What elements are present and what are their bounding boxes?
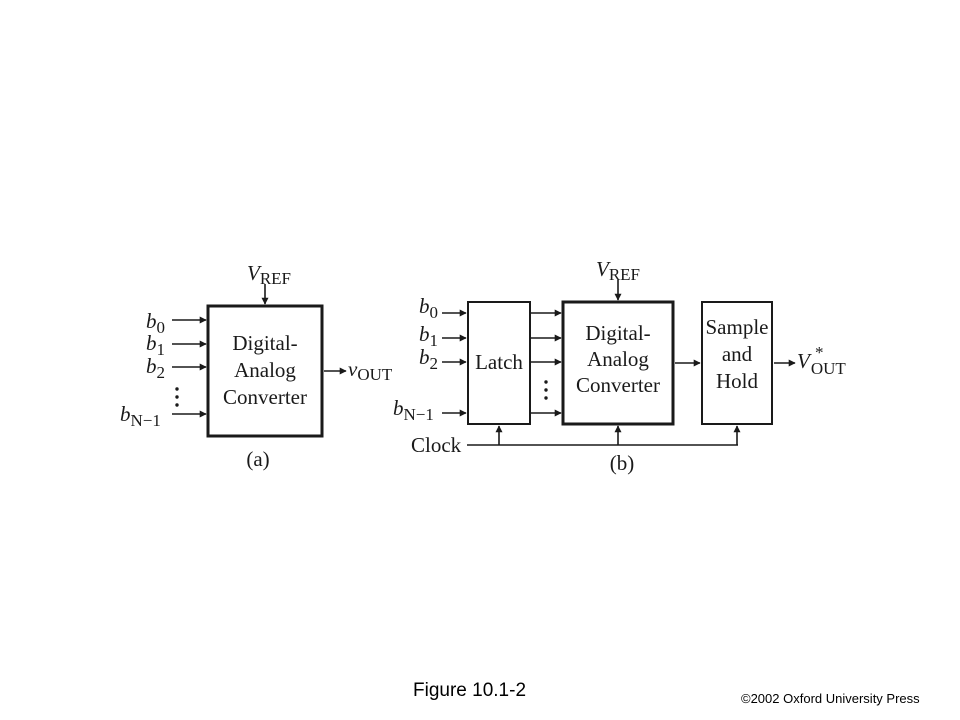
input-a-b2-label: b2: [146, 354, 165, 382]
sample-hold-block: [701, 301, 773, 425]
vout-b-star: *: [815, 343, 824, 362]
latch-label: Latch: [475, 350, 523, 374]
part-b-caption: (b): [610, 451, 635, 475]
input-a-b1-label: b1: [146, 331, 165, 359]
sh-line-3: Hold: [716, 369, 759, 393]
vref-b-label: VREF: [596, 257, 640, 284]
latch-block: [467, 301, 531, 425]
part-a: Digital- Analog Converter VREF b0 b1 b2 …: [120, 261, 393, 471]
dac-a-line-2: Analog: [234, 358, 296, 382]
input-b-bn-label: bN−1: [393, 396, 434, 424]
ellipsis-a: [175, 387, 179, 407]
dac-b-line-1: Digital-: [585, 321, 650, 345]
dac-block-a: [206, 304, 324, 438]
input-b-b1-label: b1: [419, 322, 438, 350]
vout-b-label: VOUT: [797, 349, 846, 378]
dac-block-b: [561, 300, 675, 426]
sh-line-2: and: [722, 342, 753, 366]
ellipsis-b: [544, 380, 548, 400]
vref-a-label: VREF: [247, 261, 291, 288]
dac-a-line-3: Converter: [223, 385, 307, 409]
vout-a-label: vOUT: [348, 357, 393, 384]
copyright-notice: ©2002 Oxford University Press: [741, 691, 920, 706]
figure-caption: Figure 10.1-2: [413, 680, 527, 701]
input-b-b0-label: b0: [419, 294, 438, 322]
sh-line-1: Sample: [706, 315, 769, 339]
dac-a-line-1: Digital-: [232, 331, 297, 355]
dac-b-line-3: Converter: [576, 373, 660, 397]
input-a-b0-label: b0: [146, 309, 165, 337]
part-a-caption: (a): [246, 447, 269, 471]
input-b-b2-label: b2: [419, 345, 438, 373]
clock-label: Clock: [411, 433, 462, 457]
dac-b-line-2: Analog: [587, 347, 649, 371]
part-b: Latch Digital- Analog Converter Sample a…: [393, 257, 846, 475]
input-a-bn-label: bN−1: [120, 402, 161, 430]
